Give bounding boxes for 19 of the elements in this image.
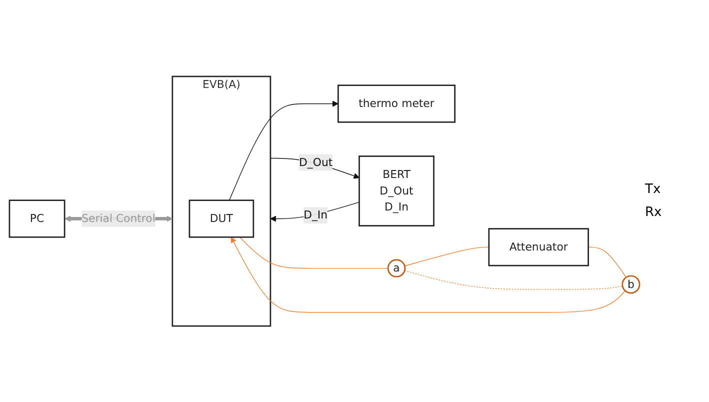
port-label: Rx bbox=[645, 205, 663, 220]
port-label: Tx bbox=[645, 182, 662, 197]
edge-label: D_Out bbox=[299, 155, 333, 168]
connector bbox=[404, 246, 490, 266]
node-box: DUT bbox=[188, 199, 254, 238]
connector bbox=[404, 270, 623, 290]
node-box: Attenuator bbox=[488, 228, 589, 266]
edge-label: Serial Control bbox=[82, 212, 156, 225]
connector bbox=[239, 236, 388, 268]
node-box: BERT D_Out D_In bbox=[358, 155, 434, 226]
node-circle: a bbox=[387, 258, 406, 278]
node-box: PC bbox=[8, 199, 66, 238]
arrow bbox=[228, 100, 338, 200]
arrow bbox=[230, 236, 626, 312]
arrow bbox=[270, 202, 360, 222]
node-box: thermo meter bbox=[337, 84, 456, 123]
connector bbox=[588, 246, 626, 278]
edge-label: D_In bbox=[304, 208, 328, 222]
node-circle: b bbox=[622, 274, 640, 294]
